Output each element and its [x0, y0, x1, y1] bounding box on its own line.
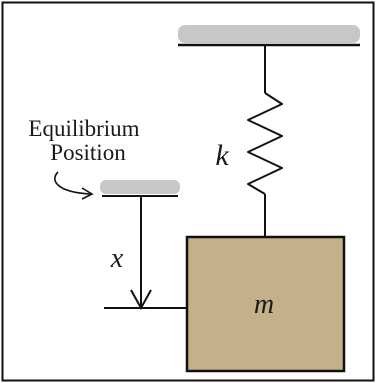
- pointer-arrow: [54, 171, 94, 200]
- mass-block: [185, 235, 346, 373]
- ceiling-shading: [178, 25, 360, 43]
- ceiling: [178, 25, 360, 47]
- spring: [247, 45, 283, 237]
- equilibrium-label-line2: Position: [50, 140, 126, 165]
- spring-constant-label: k: [215, 139, 229, 172]
- equilibrium-marker: [100, 180, 180, 197]
- mass-label: m: [254, 289, 274, 320]
- displacement-arrow: [130, 196, 152, 311]
- equilibrium-shading: [100, 180, 180, 194]
- displacement-label: x: [110, 243, 124, 274]
- spring-coil: [247, 92, 283, 195]
- equilibrium-label-line1: Equilibrium: [28, 116, 139, 141]
